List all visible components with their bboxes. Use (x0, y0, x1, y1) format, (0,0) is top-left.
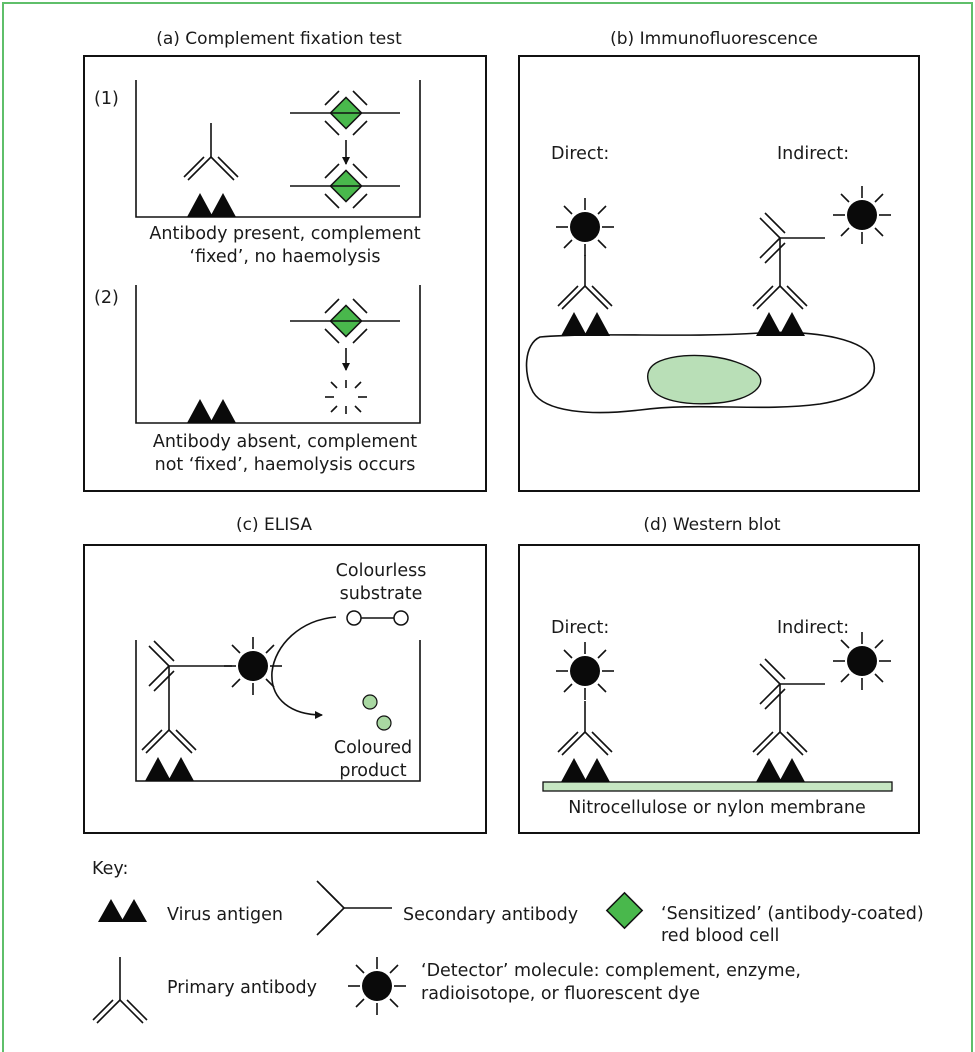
panel-a-row2-number: (2) (94, 288, 119, 308)
panel-b-indirect-label: Indirect: (777, 144, 849, 164)
panel-c-product-line2: product (339, 761, 406, 781)
panel-c: (c) ELISA Colourless substrate Coloured … (83, 515, 487, 834)
panel-d-direct-label: Direct: (551, 618, 609, 638)
panel-a-box (83, 55, 487, 492)
panel-b-direct-label: Direct: (551, 144, 609, 164)
detector-molecule (556, 642, 614, 700)
primary-antibody (752, 255, 808, 310)
panel-d-membrane-label: Nitrocellulose or nylon membrane (568, 798, 865, 818)
secondary-antibody (759, 212, 825, 264)
primary-antibody (557, 255, 613, 310)
panel-a-row1-caption-line1: Antibody present, complement (149, 224, 420, 244)
key: Key: Virus antigen Secondary antibody ‘S… (92, 859, 924, 1024)
panel-a-row1-caption-line2: ‘fixed’, no haemolysis (190, 247, 381, 267)
panel-d-title: (d) Western blot (643, 515, 780, 535)
key-primary-antibody-label: Primary antibody (167, 978, 317, 998)
virus-antigen (145, 757, 194, 781)
panel-a-row2-caption-line1: Antibody absent, complement (153, 432, 417, 452)
primary-antibody (752, 701, 808, 756)
key-virus-antigen-label: Virus antigen (167, 905, 283, 925)
key-rbc-label-line2: red blood cell (661, 926, 779, 946)
sensitized-red-blood-cell (290, 90, 400, 136)
primary-antibody-icon (92, 957, 148, 1024)
key-rbc-label-line1: ‘Sensitized’ (antibody-coated) (661, 904, 924, 924)
primary-antibody (557, 701, 613, 756)
virus-antigen-icon (98, 899, 147, 922)
panel-c-product-line1: Coloured (334, 738, 412, 758)
sensitized-red-blood-cell (290, 163, 400, 209)
panel-a-row2-well (135, 285, 421, 424)
panel-c-substrate-line2: substrate (340, 584, 423, 604)
key-heading: Key: (92, 859, 128, 879)
detector-molecule (833, 186, 891, 244)
panel-a-row1-well (135, 80, 421, 218)
panel-c-well (135, 640, 421, 782)
detector-molecule (224, 637, 282, 695)
virus-antigen (756, 758, 805, 782)
membrane (542, 781, 893, 792)
virus-antigen (187, 193, 236, 217)
panel-c-box (83, 544, 487, 834)
detector-molecule-icon (348, 957, 406, 1015)
sensitized-red-blood-cell (290, 298, 400, 344)
panel-c-reaction-arrow (271, 616, 337, 719)
coloured-product-icon (362, 694, 392, 731)
colourless-substrate-icon (346, 610, 409, 626)
panel-d-indirect-label: Indirect: (777, 618, 849, 638)
virus-antigen (561, 758, 610, 782)
lysed-cell-burst-icon (325, 380, 367, 414)
panel-a-row2-caption-line2: not ‘fixed’, haemolysis occurs (155, 455, 416, 475)
virus-antigen (561, 312, 610, 336)
panel-b-box (518, 55, 920, 492)
cell-nucleus (647, 354, 762, 405)
panel-c-substrate-line1: Colourless (336, 561, 427, 581)
key-detector-label-line1: ‘Detector’ molecule: complement, enzyme, (421, 961, 801, 981)
detector-molecule (556, 198, 614, 256)
key-secondary-antibody-label: Secondary antibody (403, 905, 578, 925)
secondary-antibody (759, 658, 825, 710)
primary-antibody (183, 123, 239, 181)
red-blood-cell-icon (605, 891, 644, 930)
key-detector-label-line2: radioisotope, or fluorescent dye (421, 984, 700, 1004)
panel-c-title: (c) ELISA (236, 515, 312, 535)
primary-antibody (141, 699, 197, 754)
panel-b: (b) Immunofluorescence Direct: Indirect: (518, 29, 920, 492)
panel-a: (a) Complement fixation test (1) (83, 29, 487, 492)
secondary-antibody (148, 640, 232, 699)
detector-molecule (833, 632, 891, 690)
panel-a-title: (a) Complement fixation test (156, 29, 402, 49)
panel-b-title: (b) Immunofluorescence (610, 29, 818, 49)
virus-antigen (756, 312, 805, 336)
panel-d: (d) Western blot Direct: Indirect: Nitro… (518, 515, 920, 834)
secondary-antibody-icon (316, 880, 392, 936)
virus-antigen (187, 399, 236, 423)
panel-a-row1-number: (1) (94, 89, 119, 109)
